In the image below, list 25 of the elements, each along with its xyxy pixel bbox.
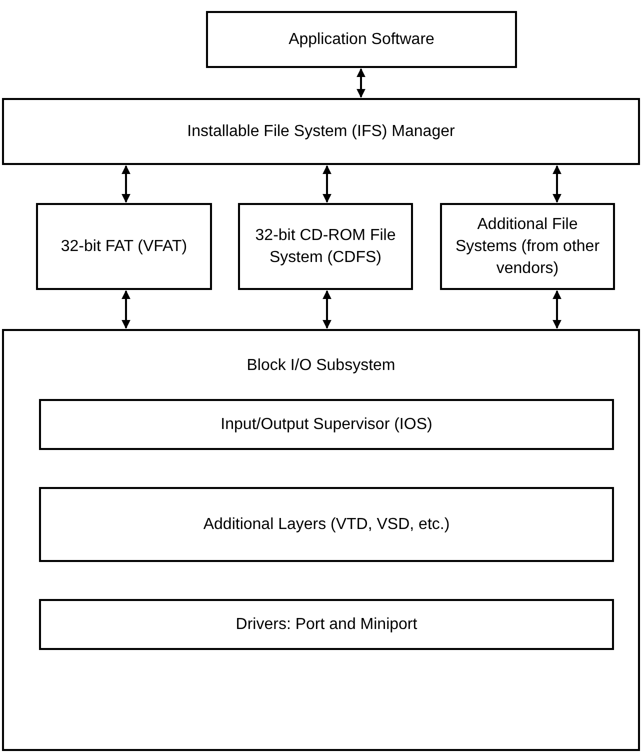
subsystem-box <box>2 329 640 751</box>
layer-box <box>2 98 640 165</box>
double-arrow <box>356 68 366 98</box>
box-label: Block I/O Subsystem <box>246 356 396 376</box>
layer-box <box>39 599 614 650</box>
layer-box <box>39 487 614 562</box>
double-arrow <box>322 165 332 203</box>
box-label: Input/Output Supervisor (IOS) <box>220 414 432 434</box>
double-arrow <box>552 290 562 329</box>
box-label: Additional File Systems (from other vendors) <box>454 214 601 278</box>
layer-box <box>238 203 413 290</box>
double-arrow <box>122 290 130 329</box>
box-label: Drivers: Port and Miniport <box>236 614 418 634</box>
box-label: Application Software <box>288 30 434 50</box>
double-arrow <box>552 165 562 203</box>
layer-box <box>36 203 212 290</box>
layer-box <box>440 203 615 290</box>
double-arrow <box>122 165 130 203</box>
double-arrow <box>322 290 332 329</box>
layer-box <box>206 11 517 68</box>
box-label: Additional Layers (VTD, VSD, etc.) <box>203 514 450 534</box>
box-label: 32-bit FAT (VFAT) <box>60 236 188 256</box>
layer-box <box>39 399 614 450</box>
box-label: Installable File System (IFS) Manager <box>187 122 455 142</box>
box-label: 32-bit CD-ROM File System (CDFS) <box>254 226 397 268</box>
